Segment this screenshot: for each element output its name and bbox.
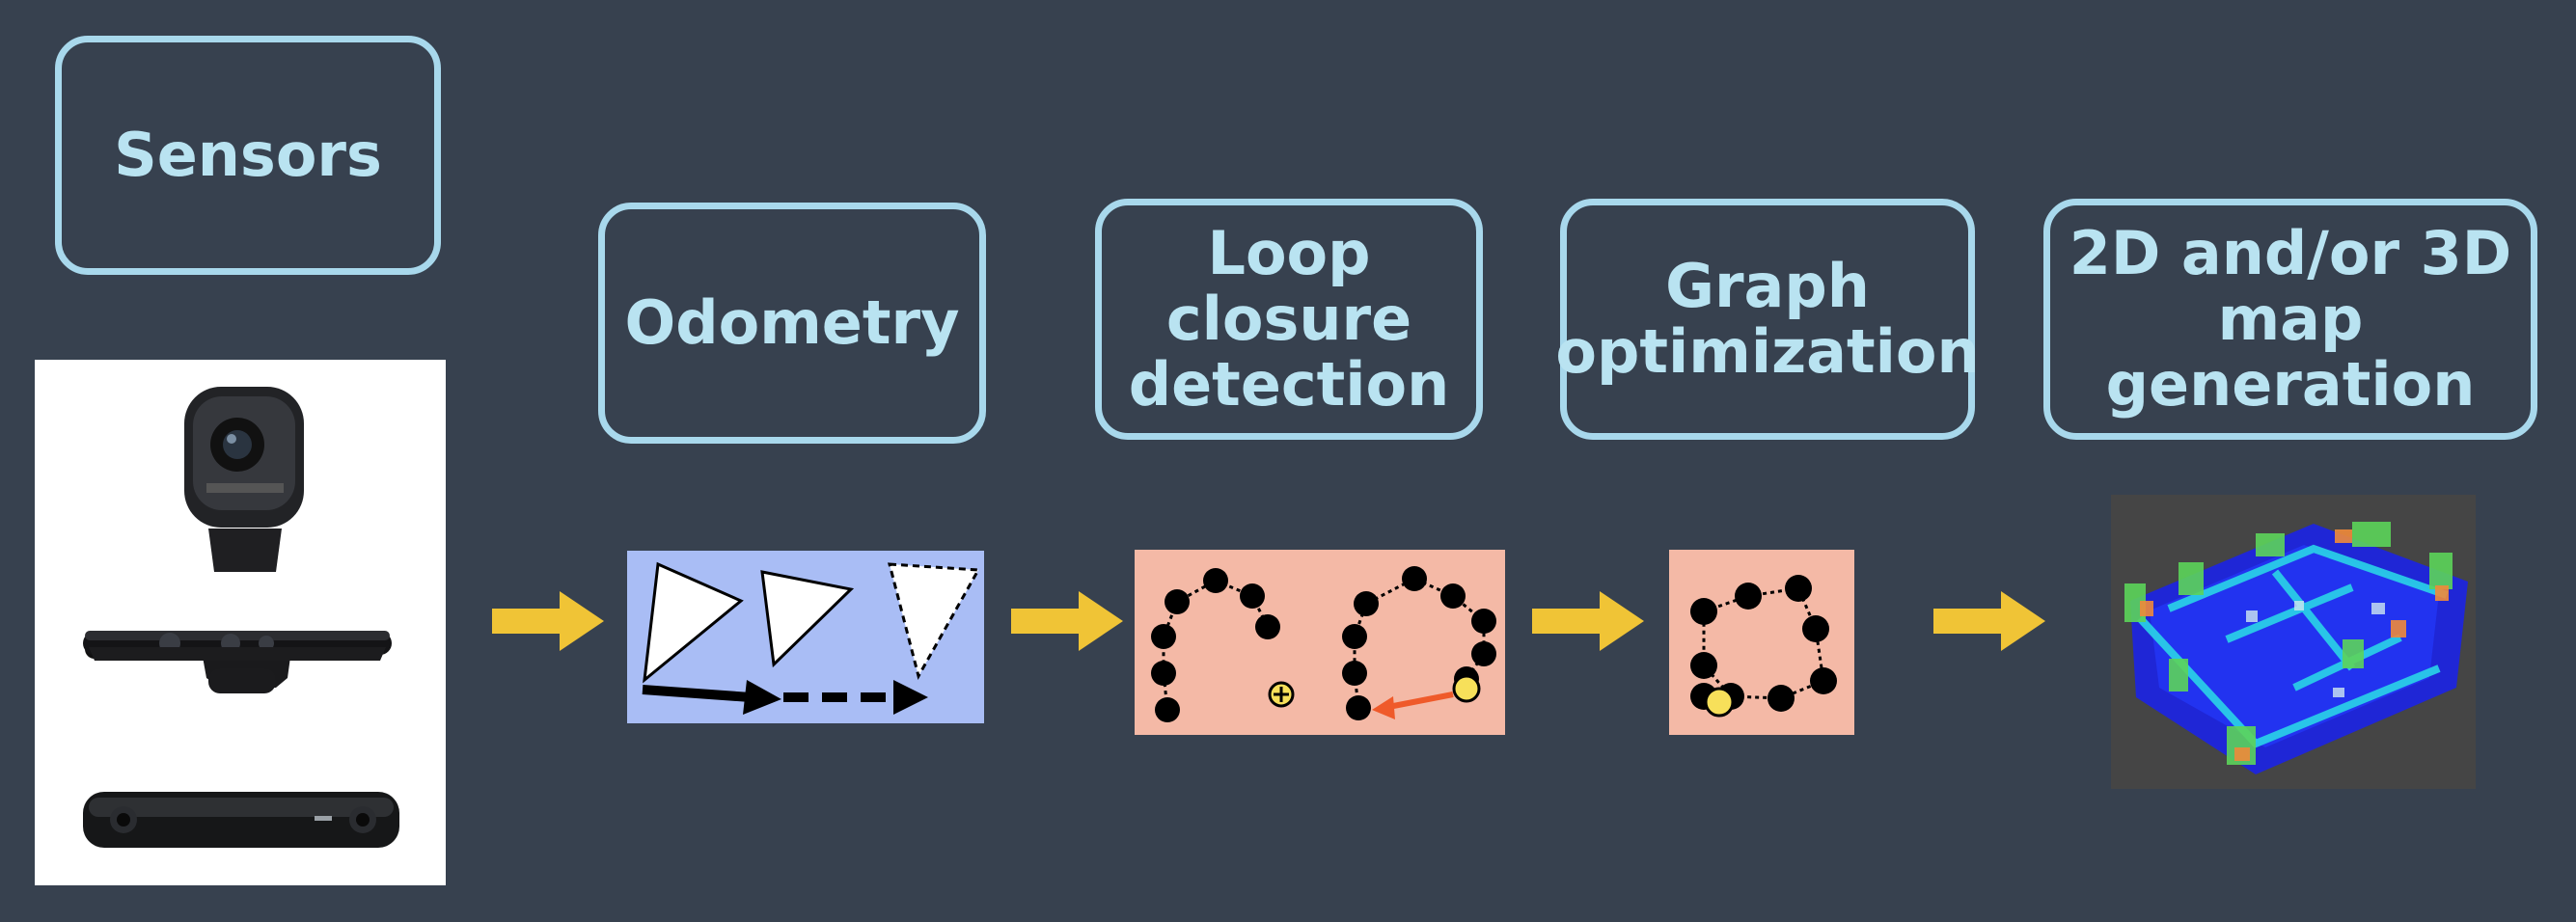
flow-arrow-icon bbox=[1011, 591, 1123, 651]
loop-closure-label: Loop closure detection bbox=[1128, 218, 1450, 420]
pose-graph-icon bbox=[1151, 566, 1496, 722]
map-3d-icon bbox=[2111, 495, 2476, 789]
pose-graph-icon bbox=[1690, 575, 1837, 718]
odometry-image bbox=[627, 551, 984, 723]
graph-optimization-label: Graph optimization bbox=[1555, 251, 1980, 387]
flow-arrow-icon bbox=[1933, 591, 2045, 651]
flow-arrow-icon bbox=[492, 591, 604, 651]
map-generation-label: 2D and/or 3D map generation bbox=[2069, 218, 2512, 420]
sensors-image bbox=[35, 360, 446, 885]
graph-optimization-box: Graph optimization bbox=[1555, 199, 1980, 440]
loop-closure-box: Loop closure detection bbox=[1095, 199, 1483, 440]
flow-arrow-icon bbox=[1532, 591, 1644, 651]
stereo-camera-icon bbox=[83, 792, 399, 848]
map-generation-box: 2D and/or 3D map generation bbox=[2043, 199, 2537, 440]
sensors-label: Sensors bbox=[114, 120, 382, 190]
odometry-label: Odometry bbox=[624, 287, 960, 358]
graph-optimization-image bbox=[1669, 550, 1854, 735]
sensors-box: Sensors bbox=[55, 36, 441, 275]
webcam-icon bbox=[184, 387, 304, 572]
pose-triangle-icon bbox=[643, 561, 981, 684]
odometry-box: Odometry bbox=[598, 203, 986, 444]
kinect-sensor-icon bbox=[83, 631, 392, 693]
map-3d-image bbox=[2111, 495, 2476, 789]
loop-closure-image bbox=[1135, 550, 1505, 735]
